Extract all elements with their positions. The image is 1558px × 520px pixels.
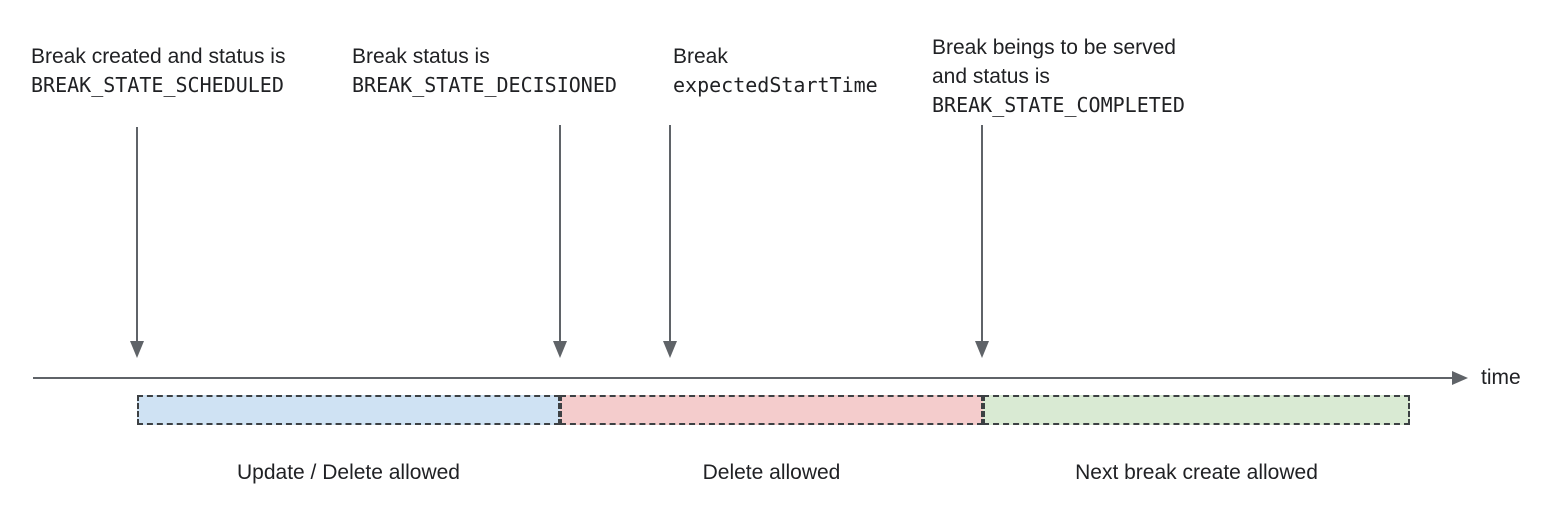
annotation-break-decisioned: Break status is BREAK_STATE_DECISIONED	[352, 42, 617, 100]
annotation-break-scheduled: Break created and status is BREAK_STATE_…	[31, 42, 285, 100]
decisioned-arrow-icon	[559, 125, 561, 341]
segment-label-update-delete: Update / Delete allowed	[237, 461, 460, 484]
time-axis-label: time	[1481, 366, 1521, 389]
segment-next-break-create-allowed	[983, 395, 1410, 425]
segment-delete-allowed	[560, 395, 983, 425]
scheduled-arrow-icon	[136, 127, 138, 341]
annotation-text: Break	[673, 45, 728, 68]
segment-label-next-break: Next break create allowed	[1075, 461, 1318, 484]
annotation-break-completed: Break beings to be served and status is …	[932, 33, 1185, 120]
completed-arrow-icon	[981, 125, 983, 341]
annotation-code: BREAK_STATE_SCHEDULED	[31, 73, 284, 97]
annotation-code: expectedStartTime	[673, 73, 878, 97]
annotation-code: BREAK_STATE_COMPLETED	[932, 93, 1185, 117]
segment-label-delete: Delete allowed	[702, 461, 841, 484]
time-axis-arrow-icon	[33, 371, 1468, 385]
annotation-code: BREAK_STATE_DECISIONED	[352, 73, 617, 97]
annotation-text: and status is	[932, 65, 1050, 88]
segment-update-delete-allowed	[137, 395, 560, 425]
annotation-text: Break status is	[352, 45, 490, 68]
annotation-text: Break created and status is	[31, 45, 286, 68]
annotation-expected-start-time: Break expectedStartTime	[673, 42, 878, 100]
expected-start-arrow-icon	[669, 125, 671, 341]
annotation-text: Break beings to be served	[932, 36, 1176, 59]
